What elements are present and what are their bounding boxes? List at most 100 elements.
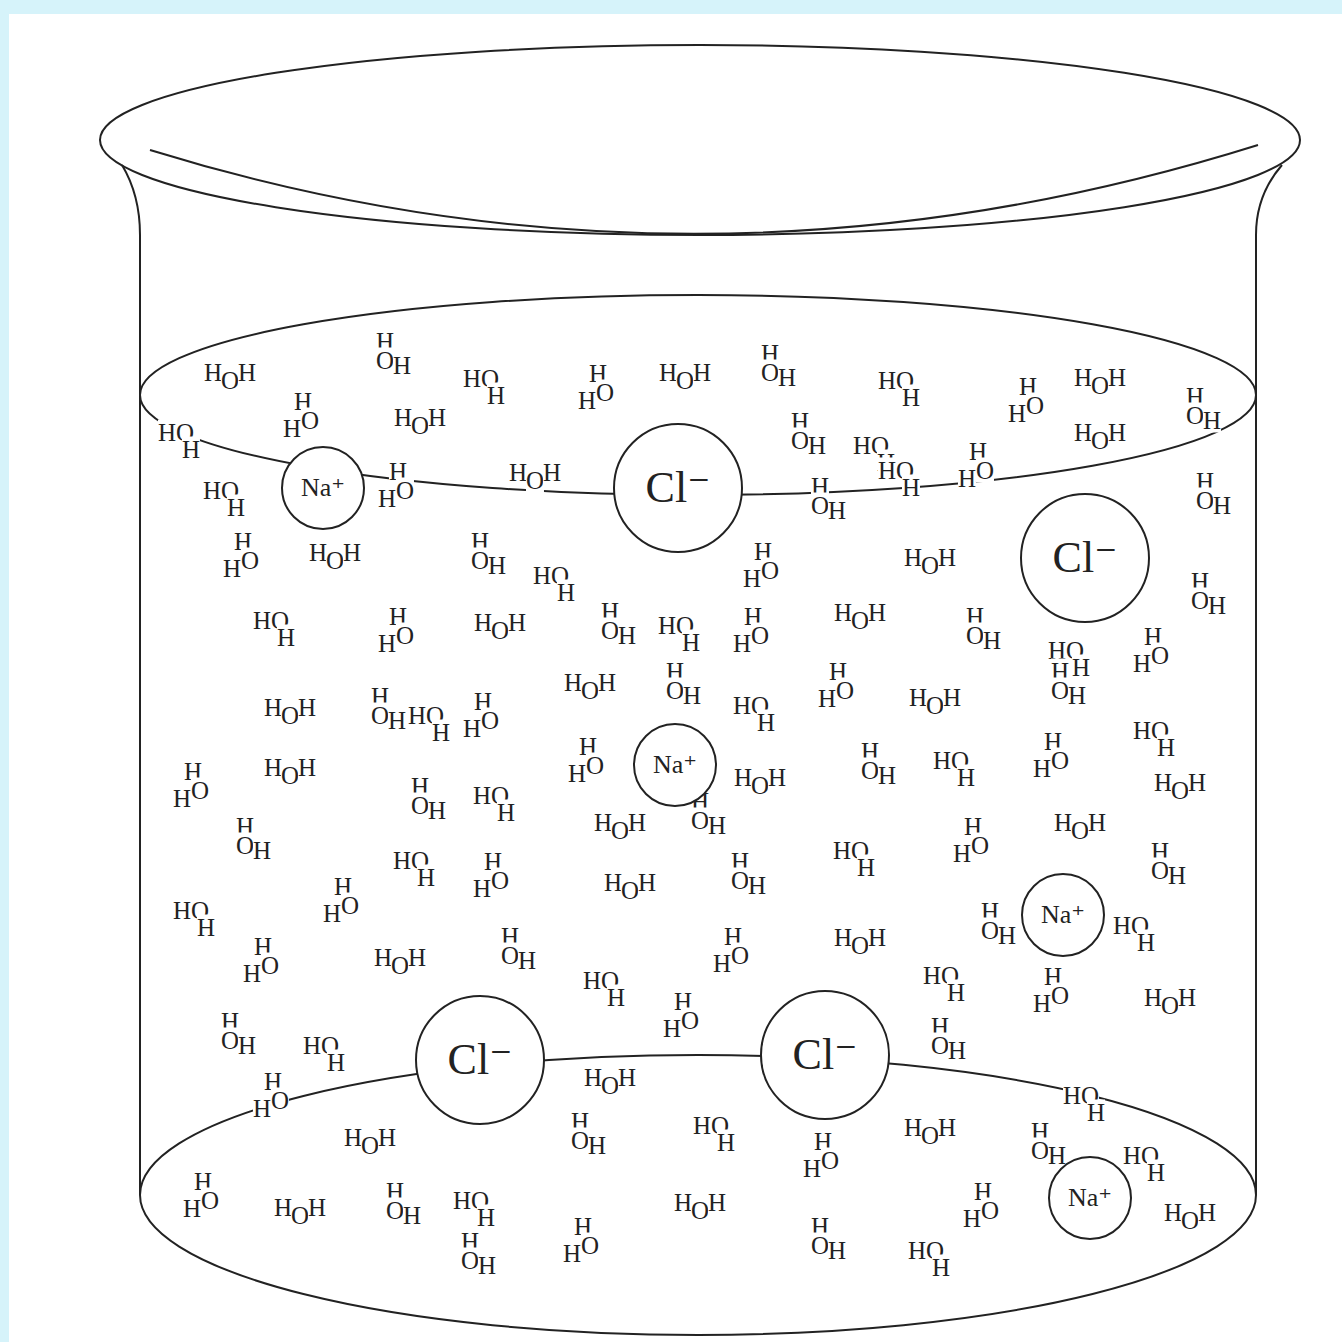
water-atom: H (309, 540, 327, 565)
water-atom: O (601, 1073, 619, 1098)
water-atom: H (508, 610, 526, 635)
water-atom: H (1033, 991, 1051, 1016)
water-atom: O (836, 678, 854, 703)
water-atom: H (497, 800, 515, 825)
water-atom: O (501, 943, 519, 968)
water-atom: O (851, 608, 869, 633)
beaker-right-wall (1256, 165, 1282, 1195)
water-atom: H (713, 951, 731, 976)
water-atom: H (857, 855, 875, 880)
water-atom: H (298, 755, 316, 780)
water-atom: H (958, 466, 976, 491)
water-atom: O (236, 833, 254, 858)
water-atom: H (778, 365, 796, 390)
water-atom: H (1164, 1200, 1182, 1225)
water-atom: H (1188, 770, 1206, 795)
water-atom: H (308, 1195, 326, 1220)
water-atom: O (1091, 428, 1109, 453)
water-atom: H (477, 1205, 495, 1230)
water-atom: H (902, 385, 920, 410)
water-atom: H (904, 1115, 922, 1140)
water-atom: H (564, 670, 582, 695)
water-atom: H (393, 353, 411, 378)
water-atom: H (478, 1253, 496, 1278)
water-atom: H (432, 720, 450, 745)
ion-circle: Na⁺ (281, 446, 365, 530)
water-atom: H (868, 600, 886, 625)
water-atom: O (271, 1088, 289, 1113)
ion-circle: Na⁺ (633, 723, 717, 807)
water-atom: H (1198, 1200, 1216, 1225)
water-atom: H (598, 670, 616, 695)
water-atom: H (853, 433, 871, 458)
water-atom: O (761, 360, 779, 385)
water-atom: H (343, 540, 361, 565)
water-atom: H (828, 498, 846, 523)
ion-circle: Na⁺ (1021, 873, 1105, 957)
water-atom: O (691, 1198, 709, 1223)
water-atom: H (417, 865, 435, 890)
water-atom: O (981, 1198, 999, 1223)
water-atom: H (203, 478, 221, 503)
water-atom: O (1186, 403, 1204, 428)
water-atom: H (908, 1238, 926, 1263)
water-atom: H (473, 876, 491, 901)
water-atom: H (1147, 1160, 1165, 1185)
water-atom: H (909, 685, 927, 710)
water-atom: O (596, 380, 614, 405)
water-atom: O (601, 618, 619, 643)
water-atom: H (584, 1065, 602, 1090)
water-atom: O (976, 458, 994, 483)
water-atom: H (768, 765, 786, 790)
water-atom: H (1157, 735, 1175, 760)
water-atom: H (938, 1115, 956, 1140)
water-atom: O (326, 548, 344, 573)
water-atom: H (238, 360, 256, 385)
water-atom: O (811, 493, 829, 518)
water-atom: H (878, 763, 896, 788)
water-atom: O (376, 348, 394, 373)
water-atom: H (1068, 683, 1086, 708)
water-atom: H (947, 980, 965, 1005)
water-atom: O (396, 478, 414, 503)
water-atom: O (491, 868, 509, 893)
water-atom: H (408, 945, 426, 970)
water-atom: H (904, 545, 922, 570)
water-atom: O (371, 703, 389, 728)
water-atom: H (1213, 493, 1231, 518)
water-atom: H (1008, 401, 1026, 426)
water-atom: H (557, 580, 575, 605)
water-atom: H (578, 388, 596, 413)
water-atom: H (1063, 1083, 1081, 1108)
water-atom: O (361, 1133, 379, 1158)
water-atom: O (201, 1188, 219, 1213)
water-atom: H (533, 563, 551, 588)
water-atom: H (618, 623, 636, 648)
water-atom: H (658, 613, 676, 638)
water-atom: H (803, 1156, 821, 1181)
water-atom: H (708, 813, 726, 838)
ion-circle: Cl⁻ (760, 990, 890, 1120)
water-atom: H (733, 631, 751, 656)
water-atom: O (581, 1233, 599, 1258)
water-atom: O (761, 558, 779, 583)
water-atom: O (581, 678, 599, 703)
water-atom: O (1051, 983, 1069, 1008)
water-atom: O (221, 368, 239, 393)
water-atom: H (227, 495, 245, 520)
water-atom: H (277, 625, 295, 650)
water-atom: O (461, 1248, 479, 1273)
ion-circle: Na⁺ (1048, 1156, 1132, 1240)
water-atom: H (868, 925, 886, 950)
water-atom: O (931, 1033, 949, 1058)
water-atom: H (878, 368, 896, 393)
ion-circle: Cl⁻ (613, 423, 743, 553)
water-atom: H (948, 1038, 966, 1063)
water-atom: H (408, 703, 426, 728)
water-atom: H (518, 948, 536, 973)
water-atom: O (971, 833, 989, 858)
water-atom: O (926, 693, 944, 718)
water-atom: O (751, 623, 769, 648)
water-atom: H (683, 683, 701, 708)
